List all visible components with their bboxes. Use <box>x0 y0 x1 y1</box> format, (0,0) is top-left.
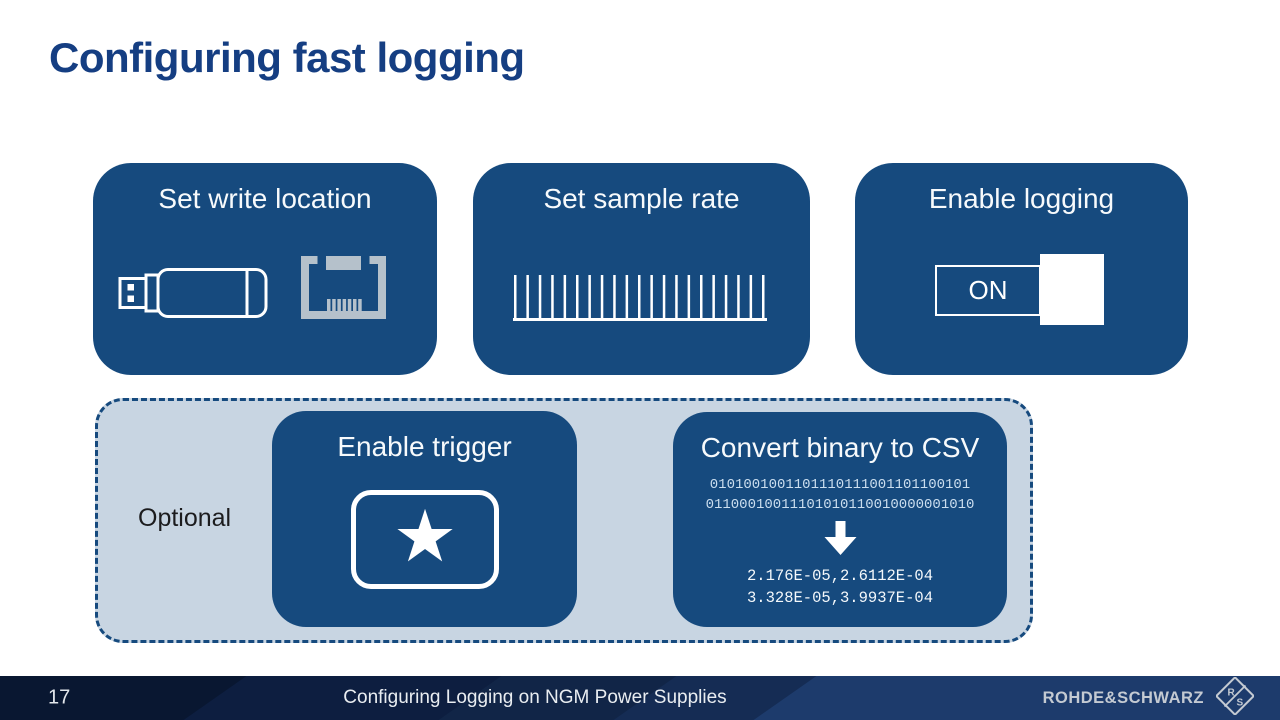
logo-letter-r: R <box>1228 687 1236 698</box>
rohde-schwarz-logo-icon: R S <box>1214 676 1256 720</box>
step-label: Set sample rate <box>543 183 740 214</box>
binary-data-text: 0101001001101110111001101100101 01100010… <box>673 475 1007 515</box>
footer-title: Configuring Logging on NGM Power Supplie… <box>343 687 727 708</box>
brand-area: ROHDE&SCHWARZ R S <box>1042 676 1256 720</box>
optional-label: Optional <box>138 504 232 532</box>
step-box-set-sample-rate: Set sample rate <box>473 163 810 375</box>
toggle-icon: ON <box>935 265 1041 316</box>
toggle-knob <box>1040 254 1104 325</box>
ethernet-port-icon <box>301 256 386 324</box>
step-box-set-write-location: Set write location <box>93 163 437 375</box>
toggle-on-label: ON <box>968 275 1008 305</box>
binary-line: 0101001001101110111001101100101 <box>709 477 971 493</box>
step-box-enable-logging: Enable logging ON <box>855 163 1188 375</box>
sample-comb-icon <box>513 275 769 327</box>
footer-bar: 17 Configuring Logging on NGM Power Supp… <box>0 676 1280 720</box>
star-icon: ★ <box>392 496 458 577</box>
step-label: Enable trigger <box>337 431 512 462</box>
brand-wordmark: ROHDE&SCHWARZ <box>1042 688 1204 707</box>
csv-line: 2.176E-05,2.6112E-04 <box>746 567 934 585</box>
step-box-enable-trigger: Enable trigger ★ <box>272 411 577 627</box>
usb-drive-icon <box>118 263 270 328</box>
trigger-button-icon: ★ <box>351 490 499 589</box>
csv-line: 3.328E-05,3.9937E-04 <box>746 589 934 607</box>
step-label: Enable logging <box>928 183 1115 214</box>
page-title: Configuring fast logging <box>49 34 525 81</box>
logo-letter-s: S <box>1237 697 1244 708</box>
step-label: Convert binary to CSV <box>700 432 980 463</box>
step-box-convert-binary-to-csv: Convert binary to CSV 010100100110111011… <box>673 412 1007 627</box>
binary-line: 01100010011101010110010000001010 <box>705 497 975 513</box>
page-number: 17 <box>48 686 71 709</box>
down-arrow-icon <box>673 521 1007 560</box>
step-label: Set write location <box>158 183 372 214</box>
csv-data-text: 2.176E-05,2.6112E-04 3.328E-05,3.9937E-0… <box>673 565 1007 609</box>
